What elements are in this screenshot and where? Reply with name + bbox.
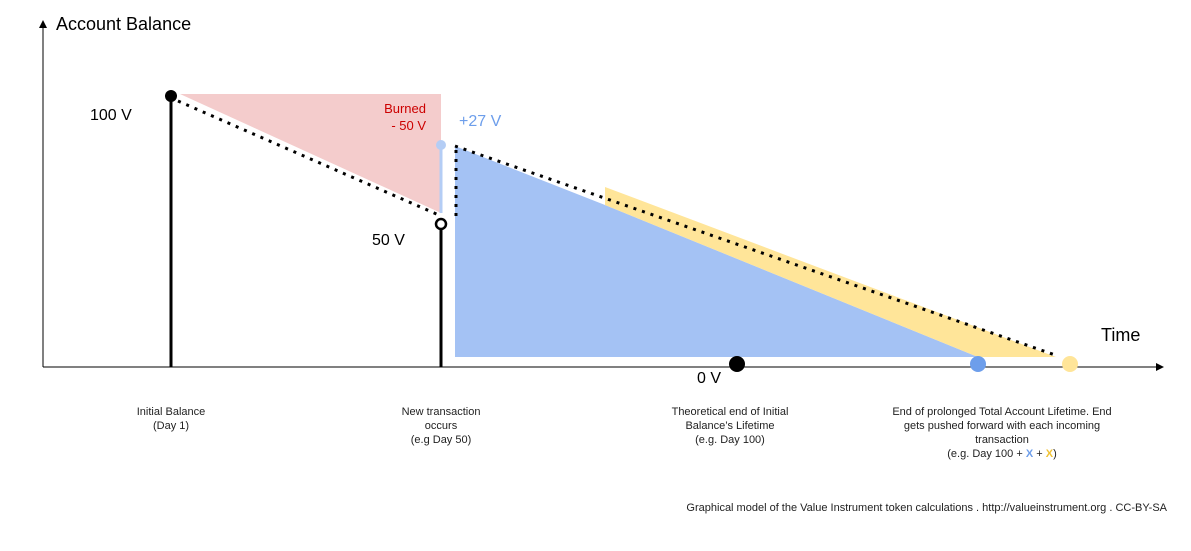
- footer-credit: Graphical model of the Value Instrument …: [686, 502, 1167, 514]
- burned-label: Burned - 50 V: [362, 100, 426, 134]
- yellow-end-dot: [1062, 356, 1078, 372]
- caption-line: occurs: [424, 420, 458, 432]
- zero-value-label: 0 V: [697, 370, 722, 387]
- caption-line: (e.g Day 50): [410, 434, 472, 446]
- remaining-balance-area: [455, 146, 978, 357]
- burned-area: [180, 94, 441, 213]
- caption-line: (e.g. Day 100): [695, 434, 765, 446]
- blue-end-dot: [970, 356, 986, 372]
- caption-text: ): [1053, 448, 1057, 460]
- caption-line: Theoretical end of Initial: [671, 406, 789, 418]
- caption-line: (e.g. Day 100 + X + X): [867, 447, 1137, 461]
- caption-text: +: [1033, 448, 1046, 460]
- initial-value-label: 100 V: [90, 107, 132, 124]
- x-axis-label: Time: [1101, 325, 1141, 345]
- caption-line: Balance’s Lifetime: [685, 420, 775, 432]
- added-value-dot: [436, 140, 446, 150]
- transaction-balance-dot: [434, 217, 448, 231]
- initial-decay-line: [177, 99, 442, 218]
- caption-initial-balance: Initial Balance (Day 1): [101, 405, 241, 433]
- initial-balance-dot: [165, 90, 177, 102]
- caption-theoretical-end: Theoretical end of Initial Balance’s Lif…: [640, 405, 820, 447]
- added-value-label: +27 V: [459, 113, 502, 130]
- caption-line: End of prolonged Total Account Lifetime.…: [892, 406, 1112, 418]
- burned-label-line2: - 50 V: [391, 118, 426, 133]
- caption-line: (Day 1): [152, 420, 190, 432]
- theoretical-end-dot: [729, 356, 745, 372]
- caption-line: gets pushed forward with each incoming: [903, 420, 1101, 432]
- yellow-x-marker: X: [1045, 448, 1054, 460]
- caption-text: (e.g. Day 100 +: [947, 448, 1026, 460]
- y-axis-label: Account Balance: [56, 14, 192, 34]
- caption-new-transaction: New transaction occurs (e.g Day 50): [371, 405, 511, 447]
- burned-label-line1: Burned: [384, 101, 426, 116]
- prolonged-lifetime-area: [605, 187, 1056, 357]
- blue-x-marker: X: [1025, 448, 1034, 460]
- caption-line: transaction: [975, 434, 1029, 446]
- half-value-label: 50 V: [372, 232, 405, 249]
- caption-line: New transaction: [401, 406, 481, 418]
- caption-prolonged-end: End of prolonged Total Account Lifetime.…: [867, 405, 1137, 461]
- new-decay-line: [454, 144, 1059, 358]
- caption-line: Initial Balance: [136, 406, 206, 418]
